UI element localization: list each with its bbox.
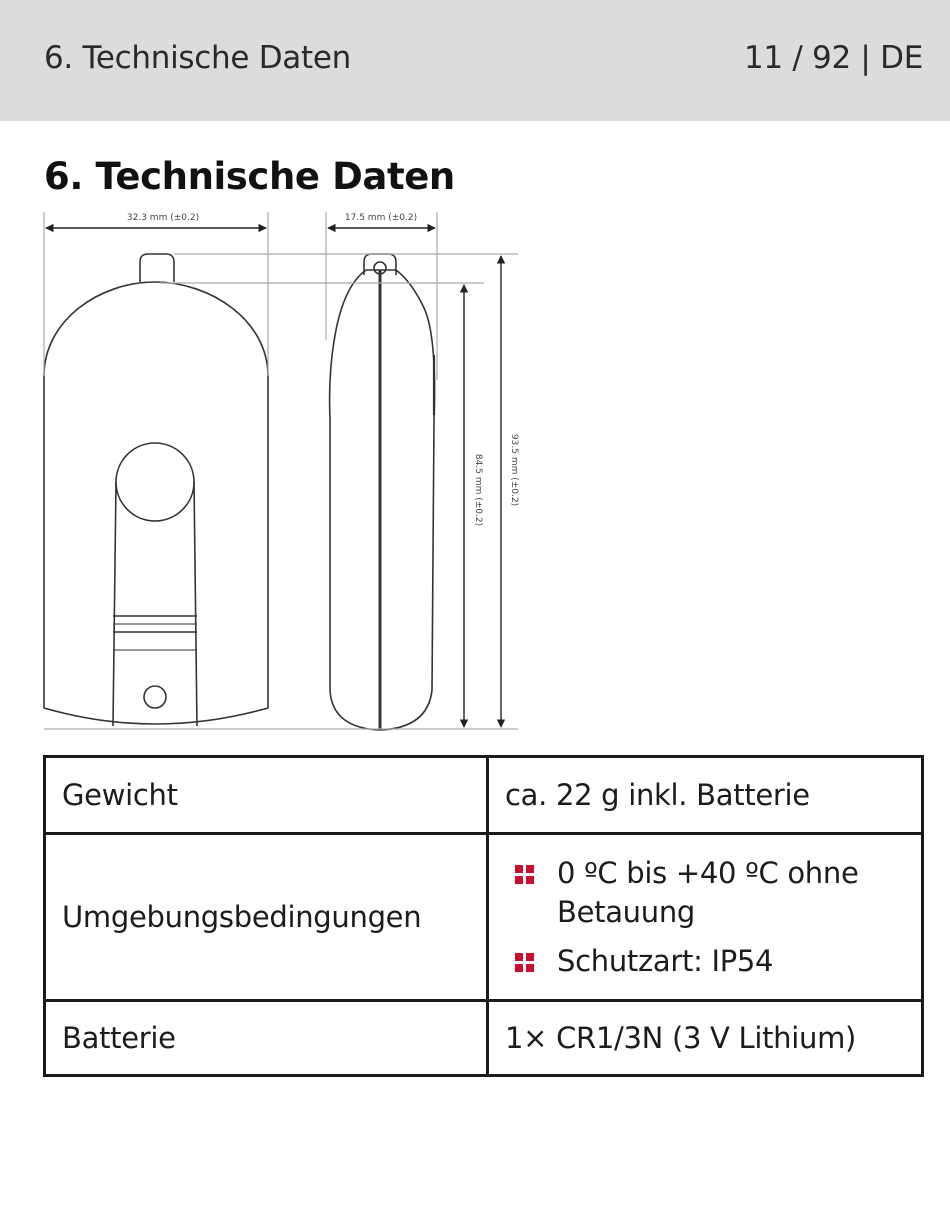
front-view bbox=[43, 253, 269, 727]
page-indicator: 11 / 92 | DE bbox=[743, 40, 923, 76]
dim-depth-label: 17.5 mm (±0.2) bbox=[345, 213, 417, 223]
spec-value: 1× CR1/3N (3 V Lithium) bbox=[486, 999, 924, 1077]
dim-height-body-label: 84.5 mm (±0.2) bbox=[473, 454, 483, 526]
spec-label: Umgebungsbedingungen bbox=[43, 832, 489, 1002]
header-title: 6. Technische Daten bbox=[44, 40, 351, 76]
spec-bullet-list: 0 ºC bis +40 ºC ohne Betauung Schutzart:… bbox=[505, 854, 905, 981]
table-row: Umgebungsbedingungen 0 ºC bis +40 ºC ohn… bbox=[43, 832, 924, 1002]
spec-value: ca. 22 g inkl. Batterie bbox=[486, 755, 924, 835]
bullet-icon bbox=[515, 952, 535, 973]
list-item-text: 0 ºC bis +40 ºC ohne Betauung bbox=[557, 855, 859, 929]
bullet-icon bbox=[515, 864, 535, 885]
table-row: Batterie 1× CR1/3N (3 V Lithium) bbox=[43, 999, 924, 1077]
extension-lines bbox=[43, 212, 518, 730]
dim-height-total-label: 93.5 mm (±0.2) bbox=[509, 434, 519, 506]
dim-width-label: 32.3 mm (±0.2) bbox=[127, 213, 199, 223]
list-item: Schutzart: IP54 bbox=[505, 942, 905, 981]
dimension-arrows bbox=[45, 223, 506, 728]
page-header: 6. Technische Daten 11 / 92 | DE bbox=[0, 0, 950, 121]
section-title: 6. Technische Daten bbox=[44, 155, 455, 198]
spec-value: 0 ºC bis +40 ºC ohne Betauung Schutzart:… bbox=[486, 832, 924, 1002]
spec-table: Gewicht ca. 22 g inkl. Batterie Umgebung… bbox=[43, 755, 924, 1077]
list-item: 0 ºC bis +40 ºC ohne Betauung bbox=[505, 854, 905, 932]
technical-drawing: 32.3 mm (±0.2) 17.5 mm (±0.2) 84.5 mm (±… bbox=[43, 212, 519, 731]
spec-label: Gewicht bbox=[43, 755, 489, 835]
side-view bbox=[328, 253, 436, 731]
spec-label: Batterie bbox=[43, 999, 489, 1077]
list-item-text: Schutzart: IP54 bbox=[557, 943, 774, 978]
table-row: Gewicht ca. 22 g inkl. Batterie bbox=[43, 755, 924, 835]
